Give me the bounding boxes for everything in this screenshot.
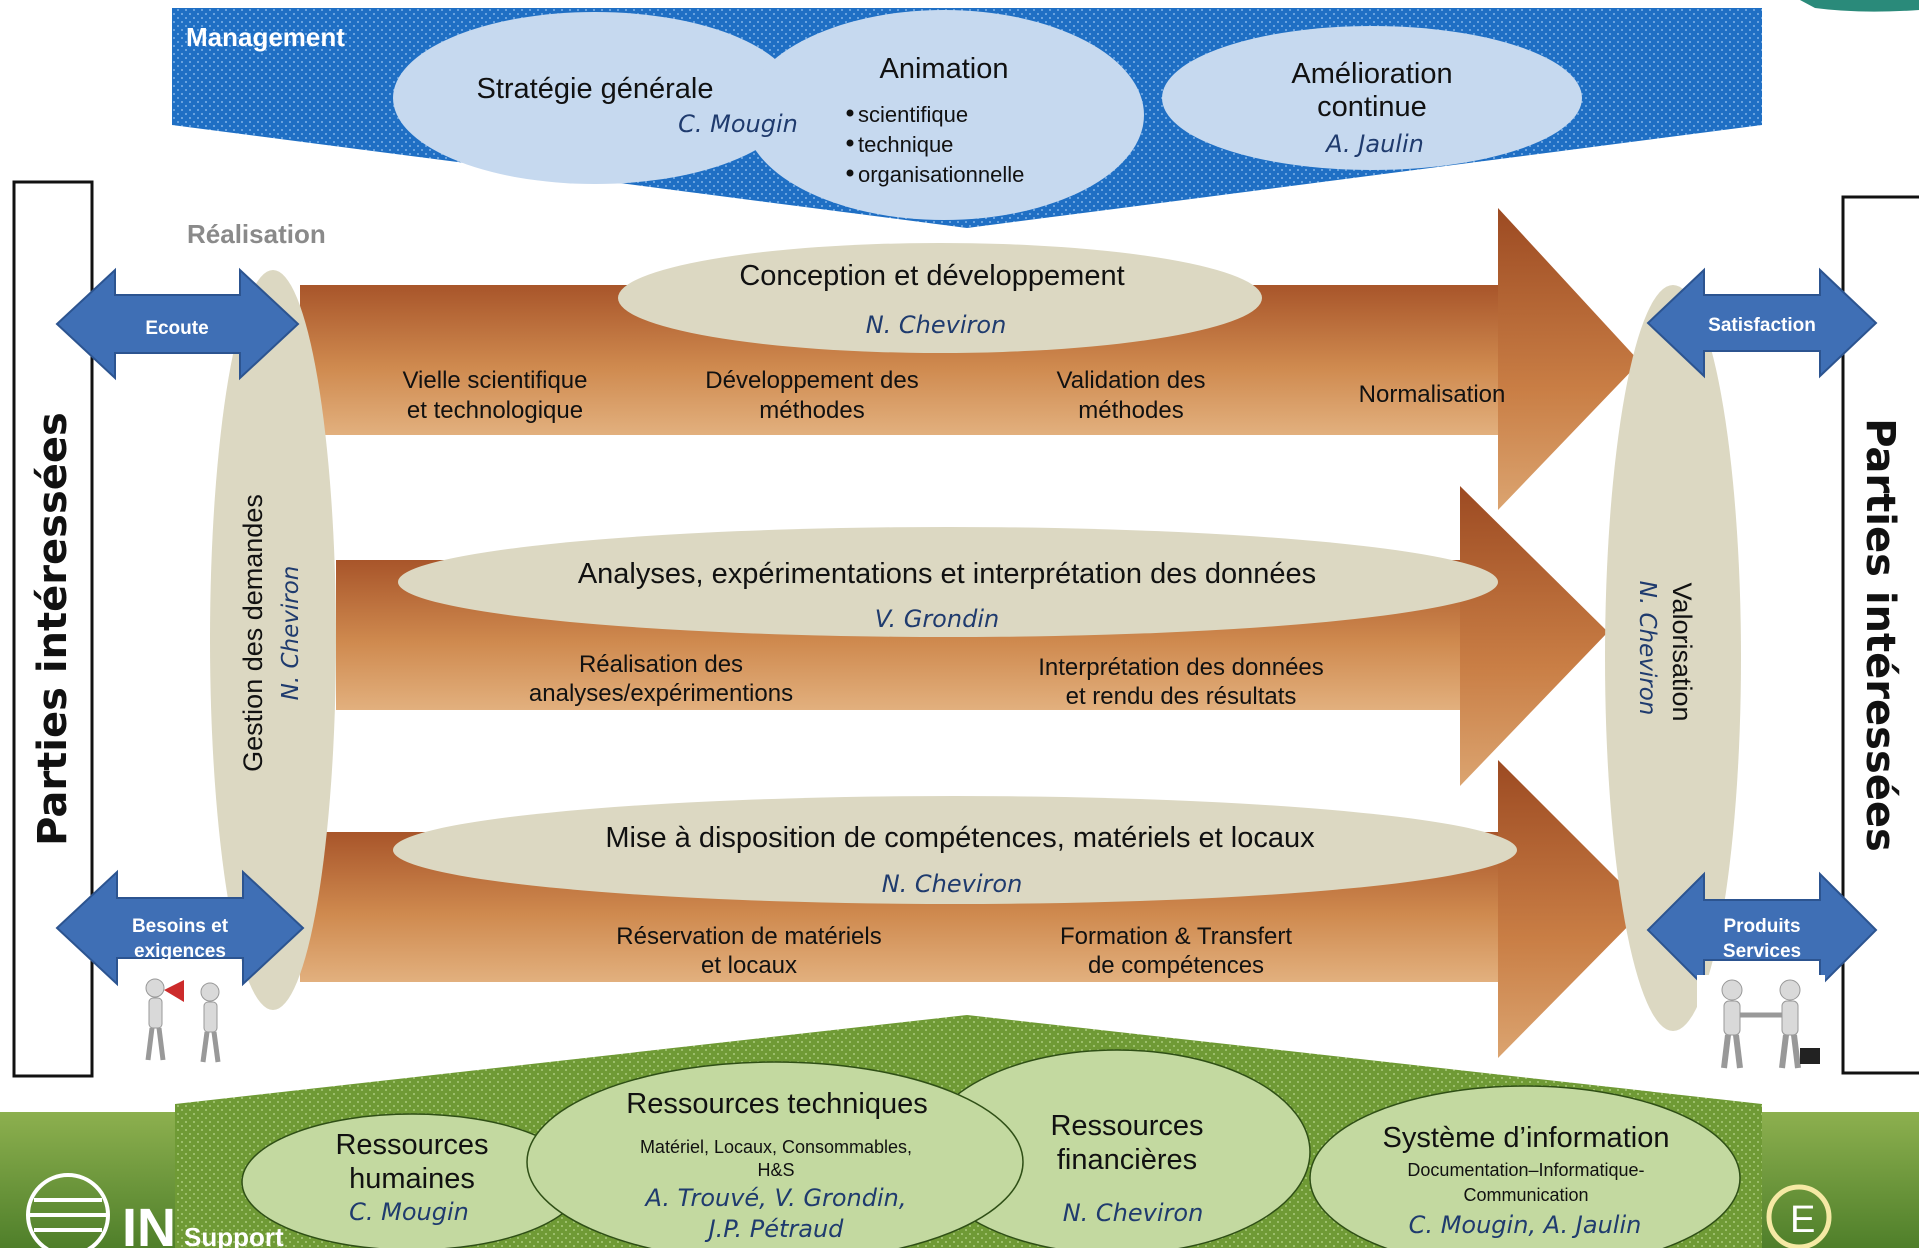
humaines-person: C. Mougin xyxy=(349,1198,469,1226)
information-person: C. Mougin, A. Jaulin xyxy=(1409,1211,1642,1239)
animation-item-3: organisationnelle xyxy=(858,162,1024,187)
amelioration-ellipse xyxy=(1162,26,1582,170)
gestion-ellipse xyxy=(210,270,336,1010)
conception-step-3-line1: Validation des xyxy=(1057,367,1206,394)
support-label: Support xyxy=(184,1222,284,1248)
strategie-ellipse xyxy=(393,12,797,184)
mise-person: N. Cheviron xyxy=(882,870,1023,898)
animation-title: Animation xyxy=(880,53,1009,85)
techniques-ellipse xyxy=(526,1061,1024,1248)
conception-title: Conception et développement xyxy=(739,260,1124,292)
techniques-sub1: Matériel, Locaux, Consommables, xyxy=(640,1137,912,1157)
gestion-title: Gestion des demandes xyxy=(238,494,268,772)
produits-arrow: Produits Services xyxy=(1646,871,1878,989)
analyses-step-1-line2: analyses/expérimentions xyxy=(529,680,793,707)
parties-left-label: Parties intéressées xyxy=(30,412,76,846)
animation-item-1: scientifique xyxy=(858,102,968,127)
mise-step-2-line2: de compétences xyxy=(1088,952,1264,979)
analyses-title: Analyses, expérimentations et interpréta… xyxy=(578,558,1316,590)
megaphone-people-illustration xyxy=(121,975,242,1075)
mise-ellipse xyxy=(393,796,1517,904)
conception-step-2-line2: méthodes xyxy=(759,397,864,424)
produits-label-1: Produits xyxy=(1723,916,1800,937)
financieres-person: N. Cheviron xyxy=(1063,1199,1204,1227)
conception-person: N. Cheviron xyxy=(866,311,1007,339)
humaines-line2: humaines xyxy=(349,1163,475,1195)
bullet xyxy=(846,169,854,177)
techniques-title: Ressources techniques xyxy=(626,1088,927,1120)
conception-step-1-line2: et technologique xyxy=(407,397,583,424)
bullet xyxy=(846,139,854,147)
amelioration-person: A. Jaulin xyxy=(1324,130,1424,158)
corner-decoration xyxy=(1800,0,1919,12)
mise-title: Mise à disposition de compétences, matér… xyxy=(605,822,1315,854)
management-label: Management xyxy=(186,22,345,52)
animation-ellipse xyxy=(744,10,1144,220)
logo-right: E xyxy=(1766,1184,1832,1248)
mise-step-2-line1: Formation & Transfert xyxy=(1060,923,1292,950)
parties-right-label: Parties intéressées xyxy=(1857,418,1903,852)
conception-step-3-line2: méthodes xyxy=(1078,397,1183,424)
conception-ellipse xyxy=(618,243,1262,353)
logo-right-text: E xyxy=(1790,1199,1815,1241)
analyses-step-2-line1: Interprétation des données xyxy=(1038,654,1324,681)
analyses-step-2-line2: et rendu des résultats xyxy=(1066,683,1297,710)
information-title: Système d’information xyxy=(1383,1122,1670,1154)
ecoute-label: Ecoute xyxy=(145,318,208,339)
strategie-title: Stratégie générale xyxy=(477,73,714,105)
analyses-ellipse xyxy=(398,527,1498,637)
gestion-person: N. Cheviron xyxy=(278,566,304,701)
analyses-person: V. Grondin xyxy=(875,605,999,633)
realisation-label: Réalisation xyxy=(187,219,326,249)
amelioration-title-2: continue xyxy=(1317,91,1427,123)
bullet xyxy=(846,109,854,117)
information-ellipse xyxy=(1309,1085,1741,1248)
techniques-sub2: H&S xyxy=(757,1160,794,1180)
conception-step-2-line1: Développement des xyxy=(705,367,918,394)
valorisation-title: Valorisation xyxy=(1667,582,1697,721)
logo-left-text: IN xyxy=(122,1198,176,1248)
mise-step-1-line2: et locaux xyxy=(701,952,797,979)
valorisation-person: N. Cheviron xyxy=(1634,581,1660,716)
humaines-line1: Ressources xyxy=(335,1129,488,1161)
strategie-person: C. Mougin xyxy=(678,110,798,138)
mise-step-1-line1: Réservation de matériels xyxy=(616,923,881,950)
produits-label-2: Services xyxy=(1723,941,1801,962)
satisfaction-label: Satisfaction xyxy=(1708,315,1816,336)
amelioration-title-1: Amélioration xyxy=(1291,58,1452,90)
besoins-arrow: Besoins et exigences xyxy=(55,869,305,987)
conception-step-1-line1: Vielle scientifique xyxy=(402,367,587,394)
handshake-illustration xyxy=(1697,975,1825,1075)
ecoute-arrow: Ecoute xyxy=(55,267,300,381)
besoins-label-2: exigences xyxy=(134,941,226,962)
conception-step-4-line1: Normalisation xyxy=(1359,381,1506,408)
animation-list: scientifique technique organisationnelle xyxy=(846,102,1024,187)
besoins-label-1: Besoins et xyxy=(132,916,229,937)
logo-left: IN xyxy=(26,1173,176,1248)
information-sub1: Documentation–Informatique- xyxy=(1407,1160,1644,1180)
financieres-line1: Ressources xyxy=(1050,1110,1203,1142)
animation-item-2: technique xyxy=(858,132,953,157)
techniques-person2: J.P. Pétraud xyxy=(705,1215,845,1243)
valorisation-ellipse xyxy=(1605,285,1741,1031)
financieres-line2: financières xyxy=(1057,1144,1197,1176)
analyses-step-1-line1: Réalisation des xyxy=(579,651,743,678)
information-sub2: Communication xyxy=(1463,1185,1588,1205)
satisfaction-arrow: Satisfaction xyxy=(1646,267,1878,379)
techniques-person1: A. Trouvé, V. Grondin, xyxy=(644,1184,907,1212)
